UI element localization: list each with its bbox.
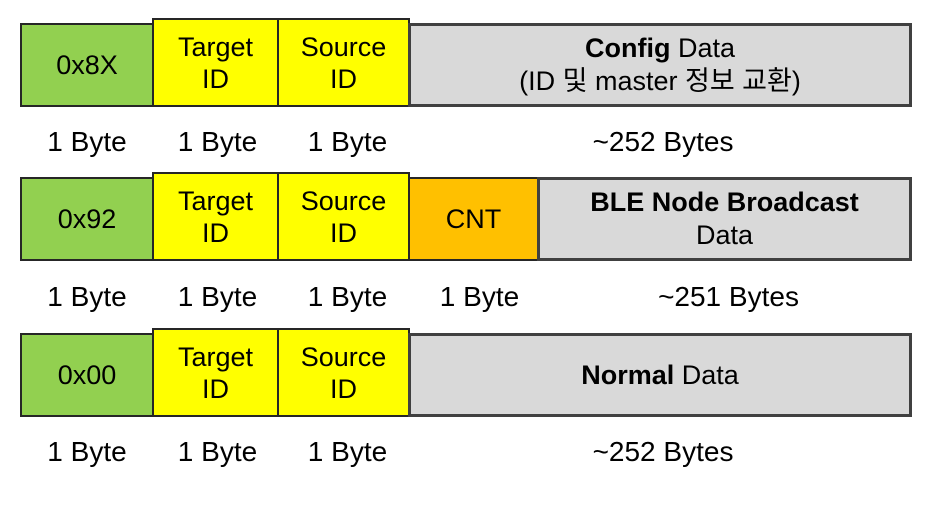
target-id-label-line1: Target xyxy=(177,341,254,372)
data-field-cell: Normal Data xyxy=(408,333,912,417)
data-field-subtitle: Data xyxy=(695,220,754,250)
size-label: 1 Byte xyxy=(47,281,127,312)
source-id-label-line2: ID xyxy=(330,217,357,248)
cnt-field-label: CNT xyxy=(445,204,502,234)
target-id-label-line1: Target xyxy=(177,185,254,216)
data-field-title: BLE Node Broadcast xyxy=(590,186,859,219)
packet-row-normal: 0x00 Target ID Source ID Normal Data xyxy=(20,328,912,417)
size-label: 1 Byte xyxy=(177,436,258,467)
size-label: 1 Byte xyxy=(47,126,127,157)
target-id-field-cell: Target ID xyxy=(152,18,279,107)
source-id-label-line1: Source xyxy=(300,185,387,216)
data-field-title-bold: Normal xyxy=(581,359,675,390)
size-label: 1 Byte xyxy=(177,126,258,157)
size-label: 1 Byte xyxy=(307,126,388,157)
type-field-label: 0x92 xyxy=(57,204,117,234)
data-field-title-regular: Data xyxy=(674,359,739,390)
size-row-config: 1 Byte 1 Byte 1 Byte ~252 Bytes xyxy=(20,124,912,160)
data-field-title-bold: BLE Node Broadcast xyxy=(590,187,859,217)
target-id-label-line1: Target xyxy=(177,31,254,62)
size-label: 1 Byte xyxy=(439,281,520,312)
target-id-label-line2: ID xyxy=(202,63,229,94)
size-label: ~252 Bytes xyxy=(592,436,734,467)
source-id-field-cell: Source ID xyxy=(277,172,410,261)
size-label: ~251 Bytes xyxy=(658,281,799,312)
size-label: 1 Byte xyxy=(47,436,127,467)
type-field-cell: 0x00 xyxy=(20,333,154,417)
target-id-field-cell: Target ID xyxy=(152,172,279,261)
data-field-title: Normal Data xyxy=(581,359,739,392)
size-label: 1 Byte xyxy=(307,436,388,467)
source-id-label-line1: Source xyxy=(300,341,387,372)
packet-row-config: 0x8X Target ID Source ID Config Data (ID… xyxy=(20,18,912,107)
data-field-title-bold: Config xyxy=(584,33,671,63)
type-field-label: 0x8X xyxy=(56,50,118,80)
data-field-cell: Config Data (ID 및 master 정보 교환) xyxy=(408,23,912,107)
size-label: ~252 Bytes xyxy=(592,126,734,157)
data-field-cell: BLE Node Broadcast Data xyxy=(537,177,912,261)
source-id-label-line2: ID xyxy=(330,373,357,404)
source-id-field-cell: Source ID xyxy=(277,328,410,417)
cnt-field-cell: CNT xyxy=(408,177,539,261)
source-id-label-line2: ID xyxy=(330,63,357,94)
target-id-field-cell: Target ID xyxy=(152,328,279,417)
type-field-label: 0x00 xyxy=(57,360,117,390)
data-field-subtitle: (ID 및 master 정보 교환) xyxy=(519,66,801,96)
target-id-label-line2: ID xyxy=(202,217,229,248)
source-id-field-cell: Source ID xyxy=(277,18,410,107)
target-id-label-line2: ID xyxy=(202,373,229,404)
source-id-label-line1: Source xyxy=(300,31,387,62)
size-row-ble-broadcast: 1 Byte 1 Byte 1 Byte 1 Byte ~251 Bytes xyxy=(20,279,912,315)
data-field-title-regular: Data xyxy=(670,33,736,63)
size-row-normal: 1 Byte 1 Byte 1 Byte ~252 Bytes xyxy=(20,434,912,470)
type-field-cell: 0x8X xyxy=(20,23,154,107)
packet-row-ble-broadcast: 0x92 Target ID Source ID CNT BLE Node Br… xyxy=(20,172,912,261)
size-label: 1 Byte xyxy=(177,281,258,312)
size-label: 1 Byte xyxy=(307,281,388,312)
type-field-cell: 0x92 xyxy=(20,177,154,261)
data-field-title: Config Data xyxy=(585,32,735,65)
